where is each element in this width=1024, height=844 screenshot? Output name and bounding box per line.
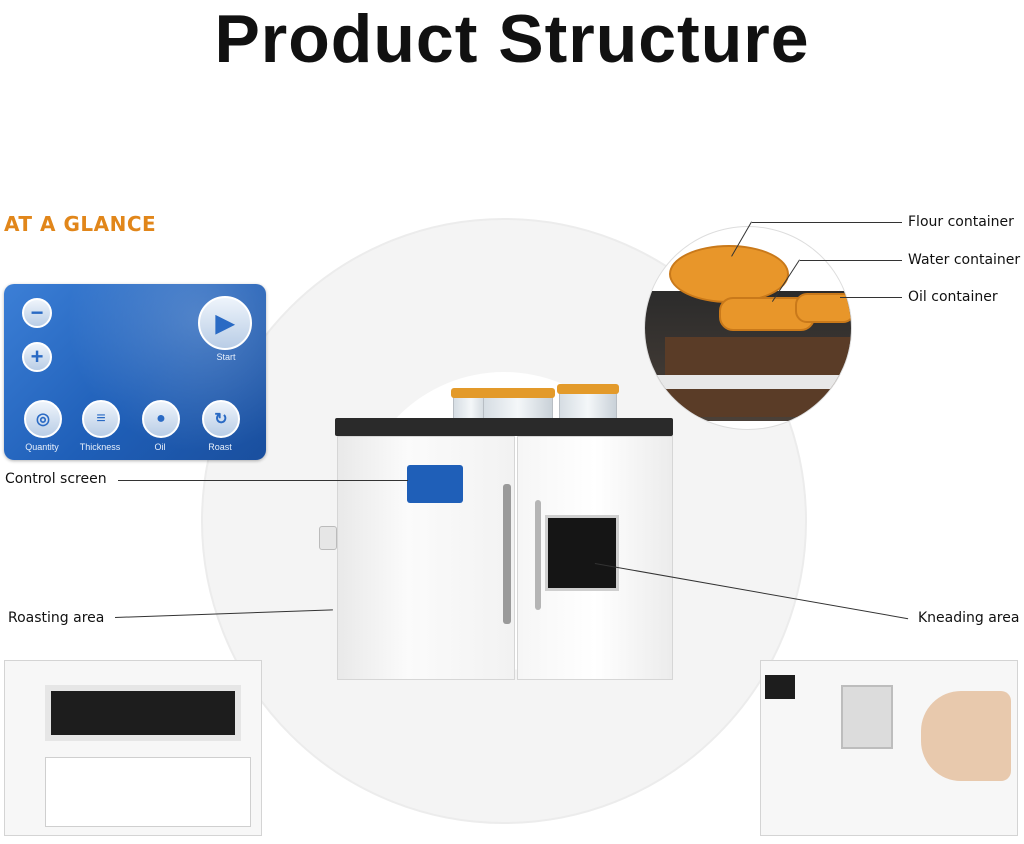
roti-maker-machine: [319, 384, 675, 680]
section-heading: AT A GLANCE: [4, 212, 157, 236]
control-panel-closeup: − + ▶ Start ◎ Quantity ≡ Thickness ● Oil…: [4, 284, 266, 460]
kneading-window: [545, 515, 619, 591]
roasting-area-label: Roasting area: [8, 610, 105, 626]
door-handle: [535, 500, 541, 610]
door-handle: [503, 484, 511, 624]
flour-container-lid: [669, 245, 789, 303]
kneading-area-label: Kneading area: [918, 610, 1020, 626]
play-icon: ▶: [198, 296, 252, 350]
machine-top: [335, 418, 673, 436]
callout-line: [840, 297, 902, 298]
containers-closeup: [644, 226, 852, 430]
flour-container-label: Flour container: [908, 214, 1014, 230]
oil-container-lid: [795, 293, 851, 323]
control-screen: [407, 465, 463, 503]
oil-drop-icon: ●: [142, 400, 180, 438]
thickness-label: Thickness: [79, 442, 121, 452]
callout-line: [800, 260, 902, 261]
quantity-label: Quantity: [25, 442, 59, 452]
roasting-area-photo: [4, 660, 262, 836]
thickness-icon: ≡: [82, 400, 120, 438]
plus-icon: +: [22, 342, 52, 372]
roast-label: Roast: [208, 442, 232, 452]
callout-line: [752, 222, 902, 223]
minus-icon: −: [22, 298, 52, 328]
page-title: Product Structure: [214, 1, 810, 77]
quantity-icon: ◎: [24, 400, 62, 438]
oil-container-label: Oil container: [908, 289, 998, 305]
control-screen-label: Control screen: [5, 471, 107, 487]
oil-label: Oil: [154, 442, 166, 452]
start-label: Start: [216, 352, 236, 362]
callout-line: [118, 480, 408, 481]
side-knob: [319, 526, 337, 550]
water-container-label: Water container: [908, 252, 1021, 268]
kneading-area-photo: [760, 660, 1018, 836]
roast-icon: ↻: [202, 400, 240, 438]
